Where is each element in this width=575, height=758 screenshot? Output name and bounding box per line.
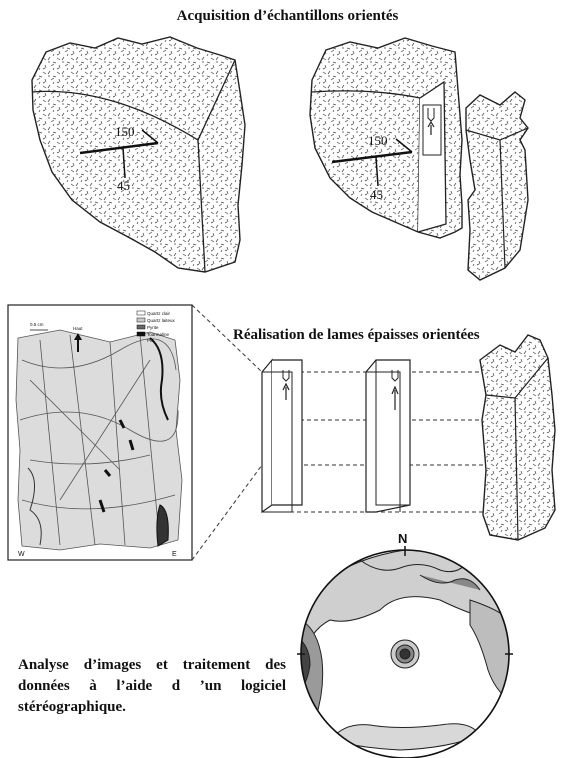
legend-item-4: PIJ xyxy=(147,338,154,343)
legend-item-2: Pyrite xyxy=(147,325,159,330)
stereonet: N xyxy=(297,531,513,758)
strike-label-2: 150 xyxy=(368,133,388,148)
dip-label-2: 45 xyxy=(370,187,383,202)
strike-label: 150 xyxy=(115,124,135,139)
west-label: W xyxy=(18,551,25,558)
dip-label: 45 xyxy=(117,178,130,193)
north-label: N xyxy=(398,531,407,546)
thin-section-image: 0.5 cm Haut Quartz clair Quartz laiteux … xyxy=(8,305,192,560)
legend-item-3: Tourmaline xyxy=(147,332,170,337)
east-label: E xyxy=(172,551,177,558)
legend-item-0: Quartz clair xyxy=(147,311,171,316)
oriented-slab-2 xyxy=(366,360,410,512)
rock-sample-block: 150 45 xyxy=(32,37,245,272)
scale-label: 0.5 cm xyxy=(30,322,44,327)
cut-sample-block: 150 45 xyxy=(310,38,528,280)
legend-item-1: Quartz laiteux xyxy=(147,318,176,323)
projection-lines xyxy=(192,305,520,560)
oriented-slab-1 xyxy=(262,360,302,512)
arrow-label: Haut xyxy=(73,326,83,331)
rock-fragment xyxy=(480,335,555,540)
